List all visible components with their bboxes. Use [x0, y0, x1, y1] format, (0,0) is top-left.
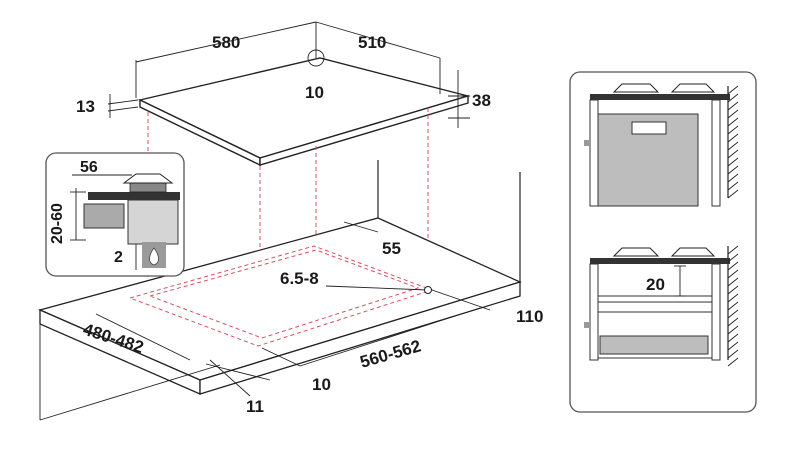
hob-burner-icon	[122, 173, 174, 193]
wall-hatch-line	[727, 341, 739, 351]
flame-icon	[142, 242, 166, 268]
side-gap-label: 110	[516, 307, 543, 326]
wall-hatch-line	[727, 261, 739, 271]
hob-total-height-label: 38	[472, 91, 491, 110]
hob-slab	[137, 57, 471, 167]
inset-overhang-label: 56	[80, 159, 98, 176]
wall-hatch-line	[727, 149, 739, 159]
wall-hatch-line	[727, 117, 739, 127]
wall-hatch-line	[727, 357, 739, 367]
hob-burner-icon	[612, 83, 716, 93]
wall-hatch-line	[727, 285, 739, 295]
wall-hatch-line	[727, 133, 739, 143]
wall-hatch-line	[727, 309, 739, 319]
wall-hatch-line	[727, 325, 739, 335]
wall-hatch-line	[727, 109, 739, 119]
wall-hatch-line	[727, 333, 739, 343]
countertop	[38, 160, 522, 421]
inset-min-gap-label: 2	[114, 249, 123, 266]
inset-clearance-label: 20-60	[49, 203, 66, 244]
wall-hatch-line	[727, 189, 739, 199]
hob-width-label: 580	[212, 33, 240, 52]
wall-hatch-line	[727, 253, 739, 263]
wall-hatch-line	[727, 293, 739, 303]
cabinet-section-panel	[569, 71, 757, 413]
wall-hatch-line	[727, 245, 739, 255]
wall-hatch-line	[727, 349, 739, 359]
wall-hatch-strokes	[727, 85, 739, 367]
front-edge-gap-label: 10	[312, 375, 331, 394]
hob-burner-icon	[612, 247, 716, 257]
wall-hatch-line	[727, 157, 739, 167]
oven-gap-label: 20	[646, 275, 665, 294]
wall-hatch-line	[727, 141, 739, 151]
hob-thickness-label: 13	[76, 97, 95, 116]
wall-hatch-line	[727, 301, 739, 311]
hob-depth-label: 510	[358, 33, 386, 52]
top-dimension-lines	[107, 21, 470, 128]
wall-hatch-line	[727, 173, 739, 183]
wall-hatch-line	[727, 277, 739, 287]
wall-hatch-line	[727, 165, 739, 175]
wall-hatch-line	[727, 93, 739, 103]
cutout-dimension-lines	[95, 221, 491, 397]
wall-hatch-line	[727, 85, 739, 95]
wall-hatch-line	[727, 125, 739, 135]
wall-hatch-line	[727, 101, 739, 111]
wall-hatch-line	[727, 317, 739, 327]
inset-detail-panel	[45, 152, 185, 277]
wall-hatch-line	[727, 269, 739, 279]
cutout-corner-radius-label: 6.5-8	[280, 269, 319, 288]
gas-inlet-offset-label: 10	[305, 83, 324, 102]
front-gap-label: 11	[246, 397, 264, 416]
cutout-rear-gap-label: 55	[382, 239, 401, 258]
wall-hatch-line	[727, 181, 739, 191]
